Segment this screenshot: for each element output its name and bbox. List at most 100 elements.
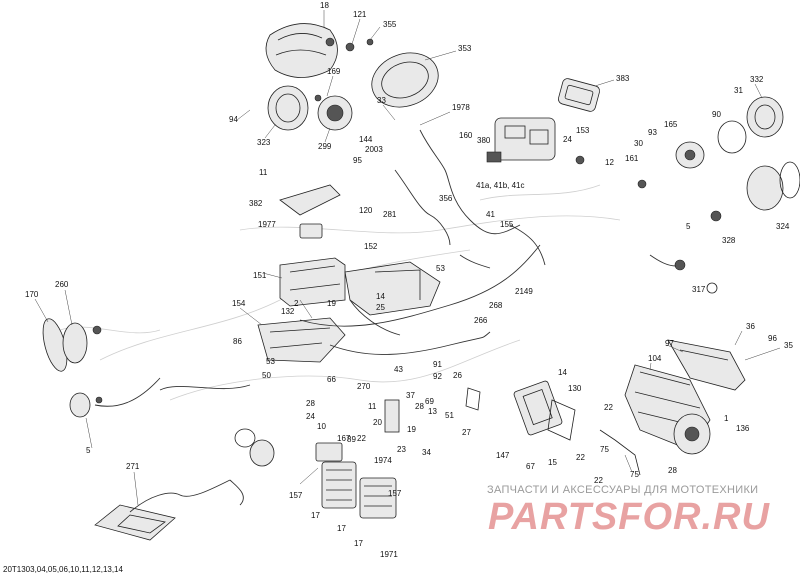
callout-label: 5 [686, 222, 691, 231]
callout-label: 356 [439, 194, 453, 203]
relay-boxes [315, 399, 400, 519]
battery-tray-assembly [257, 184, 441, 363]
callout-label: 94 [229, 115, 238, 124]
watermark-logo: PARTSFOR.RU [488, 496, 770, 538]
callout-label: 26 [453, 371, 462, 380]
callout-label: 41 [486, 210, 495, 219]
callout-label: 355 [383, 20, 397, 29]
switch-assembly [465, 380, 576, 441]
callout-label: 332 [750, 75, 764, 84]
callout-label: 165 [664, 120, 678, 129]
callout-label: 28 [415, 402, 424, 411]
callout-label: 160 [459, 131, 473, 140]
callout-label: 353 [458, 44, 472, 53]
callout-label: 10 [317, 422, 326, 431]
callout-label: 121 [353, 10, 367, 19]
callout-label: 89 [347, 435, 356, 444]
callout-label: 24 [306, 412, 315, 421]
callout-label: 104 [648, 354, 662, 363]
callout-label: 95 [353, 156, 362, 165]
callout-label: 97 [665, 339, 674, 348]
callout-label: 1 [724, 414, 729, 423]
callout-label: 27 [462, 428, 471, 437]
callout-label: 66 [327, 375, 336, 384]
winch-assembly [599, 339, 746, 476]
callout-label: 86 [233, 337, 242, 346]
callout-label: 13 [428, 407, 437, 416]
callout-label: 152 [364, 242, 378, 251]
callout-label: 75 [630, 470, 639, 479]
callout-label: 22 [576, 453, 585, 462]
headlight-assembly [265, 23, 439, 131]
callout-label: 51 [445, 411, 454, 420]
callout-label: 11 [368, 402, 377, 411]
callout-label: 1974 [374, 456, 392, 465]
callout-label: 75 [600, 445, 609, 454]
callout-label: 130 [568, 384, 582, 393]
callout-label: 120 [359, 206, 373, 215]
callout-label: 266 [474, 316, 488, 325]
callout-label: 154 [232, 299, 246, 308]
callout-label: 17 [337, 524, 346, 533]
callout-label: 11 [259, 168, 268, 177]
callout-label: 2003 [365, 145, 383, 154]
callout-label: 50 [262, 371, 271, 380]
callout-label: 380 [477, 136, 491, 145]
callout-label: 20 [373, 418, 382, 427]
gauge-display [558, 78, 600, 112]
rear-connector-block [486, 117, 585, 165]
remote-control [94, 479, 231, 541]
callout-label: 270 [357, 382, 371, 391]
callout-label: 22 [357, 434, 366, 443]
callout-label: 30 [634, 139, 643, 148]
callout-label: 36 [746, 322, 755, 331]
callout-label: 328 [722, 236, 736, 245]
left-lamp-assembly [42, 318, 275, 467]
callout-label: 1978 [452, 103, 470, 112]
callout-label: 299 [318, 142, 332, 151]
callout-label: 19 [407, 425, 416, 434]
callout-label: 33 [377, 96, 386, 105]
callout-label: 67 [526, 462, 535, 471]
callout-label: 25 [376, 303, 385, 312]
callout-label: 157 [289, 491, 303, 500]
callout-label: 132 [281, 307, 295, 316]
callout-label: 41a, 41b, 41c [476, 181, 524, 190]
callout-label: 18 [320, 1, 329, 10]
callout-label: 14 [558, 368, 567, 377]
callout-label: 155 [500, 220, 514, 229]
callout-label: 323 [257, 138, 271, 147]
callout-label: 28 [306, 399, 315, 408]
right-lamp-assembly [637, 96, 800, 294]
callout-label: 161 [625, 154, 639, 163]
callout-label: 382 [249, 199, 263, 208]
callout-label: 23 [397, 445, 406, 454]
callout-label: 15 [548, 458, 557, 467]
diagram-reference-code: 20T1303,04,05,06,10,11,12,13,14 [3, 565, 123, 574]
callout-label: 90 [712, 110, 721, 119]
callout-label: 169 [327, 67, 341, 76]
callout-labels: 18 121 355 353 169 383 332 94 323 299 33… [25, 1, 793, 559]
leader-lines [34, 10, 781, 506]
callout-label: 324 [776, 222, 790, 231]
callout-label: 268 [489, 301, 503, 310]
callout-label: 91 [433, 360, 442, 369]
callout-label: 5 [86, 446, 91, 455]
callout-label: 35 [784, 341, 793, 350]
callout-label: 2149 [515, 287, 533, 296]
callout-label: 170 [25, 290, 39, 299]
watermark-tagline: ЗАПЧАСТИ И АКСЕССУАРЫ ДЛЯ МОТОТЕХНИКИ [487, 484, 759, 496]
callout-label: 383 [616, 74, 630, 83]
main-wiring-harness [159, 129, 677, 506]
callout-label: 22 [604, 403, 613, 412]
callout-label: 271 [126, 462, 140, 471]
callout-label: 93 [648, 128, 657, 137]
callout-label: 69 [425, 397, 434, 406]
ghost-wiring [59, 184, 621, 401]
callout-label: 1977 [258, 220, 276, 229]
callout-label: 92 [433, 372, 442, 381]
callout-label: 22 [594, 476, 603, 485]
callout-label: 144 [359, 135, 373, 144]
